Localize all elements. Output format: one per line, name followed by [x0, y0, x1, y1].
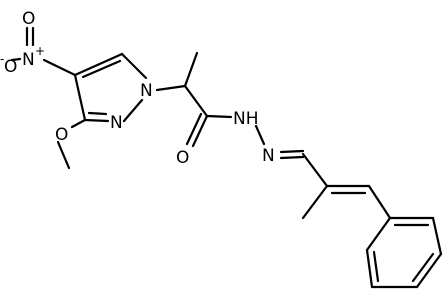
bond-c-o-carbonyl-1	[191, 114, 209, 148]
bond-c4-c5	[73, 52, 124, 77]
bond-n-ch-1	[279, 149, 305, 154]
bond-ph-2	[431, 216, 443, 256]
bond-ph-inner-3	[372, 250, 380, 283]
bond-n2-c3	[83, 118, 110, 123]
bond-ch-phenyl	[367, 184, 392, 220]
bond-ch-carbonyl-c	[183, 84, 209, 118]
bond-ch-ch3	[183, 51, 199, 88]
atom-nitro-n-charge: +	[35, 44, 45, 58]
bond-ph-3	[415, 252, 443, 289]
bond-c5-n1	[120, 52, 148, 80]
atom-nitro-n: N	[22, 50, 35, 70]
atom-nitro-o-left: O	[4, 57, 17, 77]
bond-ph-6	[365, 216, 392, 252]
bond-n1-n2	[122, 98, 144, 123]
bond-n1-ch	[155, 84, 187, 92]
bond-ch-c-methyl	[301, 152, 329, 188]
bond-c3-o-methoxy	[70, 118, 87, 129]
bonds	[10, 26, 443, 289]
atom-carbonyl-o: O	[176, 148, 189, 168]
bond-nh-n	[254, 124, 266, 146]
atom-ring-n1: N	[140, 81, 153, 101]
atom-nitro-o-top: O	[22, 9, 35, 29]
bond-c-nh	[205, 114, 233, 119]
bond-ph-5	[365, 248, 374, 289]
atom-hydrazone-n: N	[262, 146, 275, 166]
atom-ring-n2: N	[110, 113, 123, 133]
atom-amide-nh: NH	[233, 109, 259, 129]
bond-ph-inner-2	[411, 252, 435, 283]
bond-c4-c5-inner	[81, 59, 122, 79]
atom-methoxy-o: O	[55, 125, 68, 145]
bond-n2-c3-inner	[87, 111, 108, 116]
bond-o-methoxy-ch3	[56, 140, 71, 170]
atom-labels: O N + - O N N O O NH N	[0, 9, 275, 168]
atom-nitro-o-left-charge: -	[0, 52, 4, 66]
bond-c-o-carbonyl-2	[185, 112, 203, 146]
bond-n-ch-2	[279, 155, 305, 160]
bond-nitro-n-o-left	[10, 57, 22, 62]
bond-c3-c4	[73, 73, 87, 122]
bond-c-methyl	[301, 184, 329, 220]
bond-nitro-n-c4	[42, 58, 77, 77]
